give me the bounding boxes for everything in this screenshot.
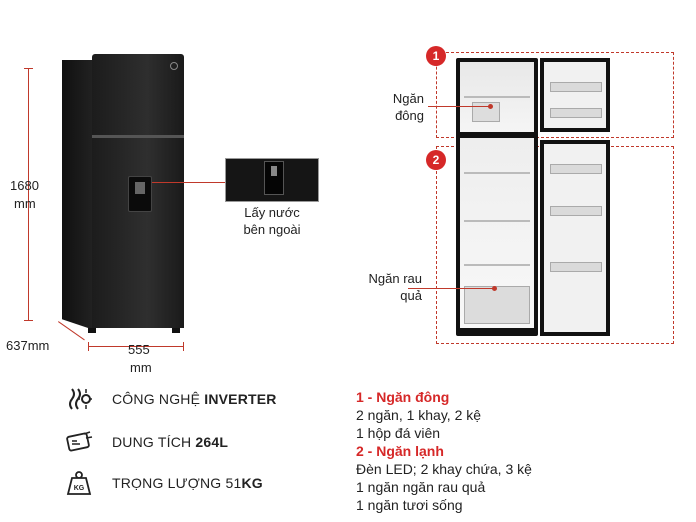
zone2-badge: 2: [426, 150, 446, 170]
fridge-open-image: [456, 58, 538, 336]
feature-inverter: CÔNG NGHỆ INVERTER: [64, 384, 277, 414]
ice-box-icon: [472, 102, 500, 122]
freezer-zone-outline: [436, 52, 674, 138]
height-unit: mm: [14, 196, 36, 211]
crisper-callout-dot: [492, 286, 497, 291]
freezer-shelf: [464, 96, 530, 98]
crisper-label-line1: Ngăn rau: [368, 271, 422, 286]
door-bin: [550, 206, 602, 216]
weight-icon: KG: [64, 468, 94, 498]
crisper-label: Ngăn rau quả: [356, 270, 422, 304]
fridge-front-image: [62, 54, 184, 336]
dispenser-caption-line1: Lấy nước: [244, 205, 300, 220]
door-bin: [550, 108, 602, 118]
feature-weight-label: TRỌNG LƯỢNG 51KG: [112, 475, 263, 491]
width-dim-line: [88, 346, 184, 347]
water-dispenser-icon: [128, 176, 152, 212]
spec-freezer-title: 1 - Ngăn đông: [356, 389, 450, 405]
fridge-foot: [88, 328, 96, 333]
fresh-shelf: [464, 264, 530, 266]
freezer-door-inner: [544, 62, 606, 128]
depth-label: 637mm: [6, 338, 50, 353]
door-bin: [550, 82, 602, 92]
fresh-compartment: [460, 138, 534, 328]
freezer-label-line1: Ngăn: [392, 91, 424, 106]
height-dim-line: [28, 68, 29, 320]
height-dim-bottom-tick: [24, 320, 33, 321]
feature-capacity-label: DUNG TÍCH 264L: [112, 434, 229, 450]
feature-capacity: DUNG TÍCH 264L: [64, 427, 228, 457]
door-bin: [550, 164, 602, 174]
spec-fridge-line1: Đèn LED; 2 khay chứa, 3 kệ: [356, 461, 532, 477]
fresh-door-inner: [544, 144, 606, 332]
feature-inverter-label: CÔNG NGHỆ INVERTER: [112, 391, 277, 407]
fridge-door-gap: [92, 135, 184, 139]
fresh-door-open: [540, 140, 610, 336]
height-value: 1680: [10, 178, 39, 193]
fridge-freezer-door: [92, 54, 184, 136]
fridge-side-panel: [62, 60, 94, 330]
dispenser-closeup-icon: [264, 161, 284, 195]
crisper-callout-line: [408, 288, 494, 289]
inverter-icon: [64, 384, 94, 414]
freezer-compartment: [460, 62, 534, 132]
capacity-icon: [64, 427, 94, 457]
freezer-callout-dot: [488, 104, 493, 109]
width-unit: mm: [130, 360, 152, 375]
dispenser-caption: Lấy nước bên ngoài: [222, 204, 322, 238]
freezer-door-open: [540, 58, 610, 132]
fridge-foot: [172, 328, 180, 333]
freezer-callout-line: [428, 106, 490, 107]
spec-list: 1 - Ngăn đông 2 ngăn, 1 khay, 2 kệ 1 hộp…: [356, 388, 532, 514]
dispenser-closeup-image: [225, 158, 319, 202]
zone1-badge: 1: [426, 46, 446, 66]
spec-freezer-line2: 1 hộp đá viên: [356, 425, 441, 441]
width-dim-right-tick: [183, 342, 184, 351]
spec-fridge-line3: 1 ngăn tươi sống: [356, 497, 463, 513]
fresh-shelf: [464, 220, 530, 222]
width-value: 555: [128, 342, 150, 357]
fridge-fresh-door: [92, 138, 184, 328]
spec-fridge-title: 2 - Ngăn lạnh: [356, 443, 444, 459]
door-bin: [550, 262, 602, 272]
spec-fridge-line2: 1 ngăn ngăn rau quả: [356, 479, 486, 495]
fresh-shelf: [464, 172, 530, 174]
crisper-drawer: [464, 286, 530, 324]
crisper-label-line2: quả: [400, 288, 422, 303]
spec-freezer-line1: 2 ngăn, 1 khay, 2 kệ: [356, 407, 482, 423]
dispenser-caption-line2: bên ngoài: [243, 222, 301, 237]
freezer-label: Ngăn đông: [384, 90, 424, 124]
weight-icon-text: KG: [74, 485, 85, 492]
freezer-label-line2: đông: [395, 108, 424, 123]
brand-logo-icon: [170, 62, 178, 70]
dispenser-callout-line: [152, 182, 226, 183]
feature-weight: KG TRỌNG LƯỢNG 51KG: [64, 468, 263, 498]
